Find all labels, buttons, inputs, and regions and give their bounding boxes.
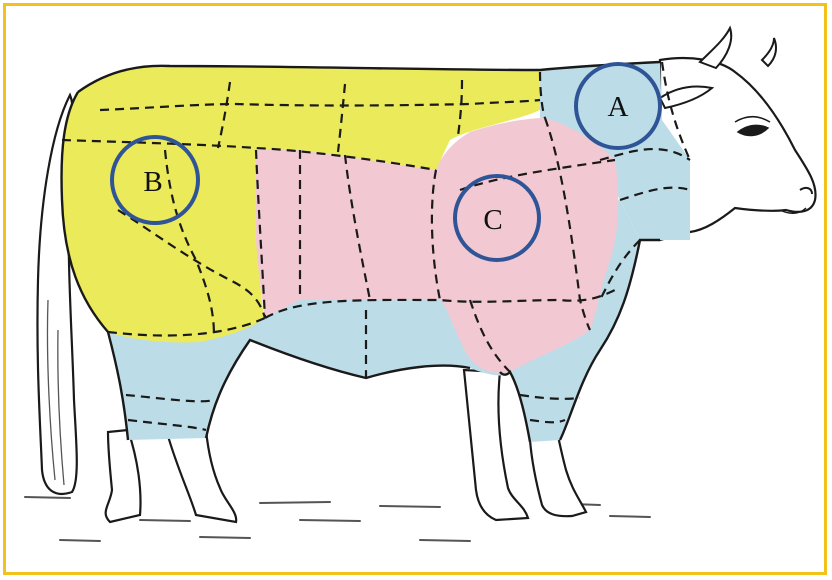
fore-leg-right: [530, 436, 586, 516]
horn-right: [762, 38, 776, 66]
marker-label-B: B: [143, 166, 162, 198]
marker-label-A: A: [608, 91, 629, 123]
hind-leg-left: [106, 430, 141, 522]
marker-label-C: C: [483, 204, 502, 236]
horn-left: [700, 28, 731, 68]
hind-leg-right: [168, 430, 236, 522]
